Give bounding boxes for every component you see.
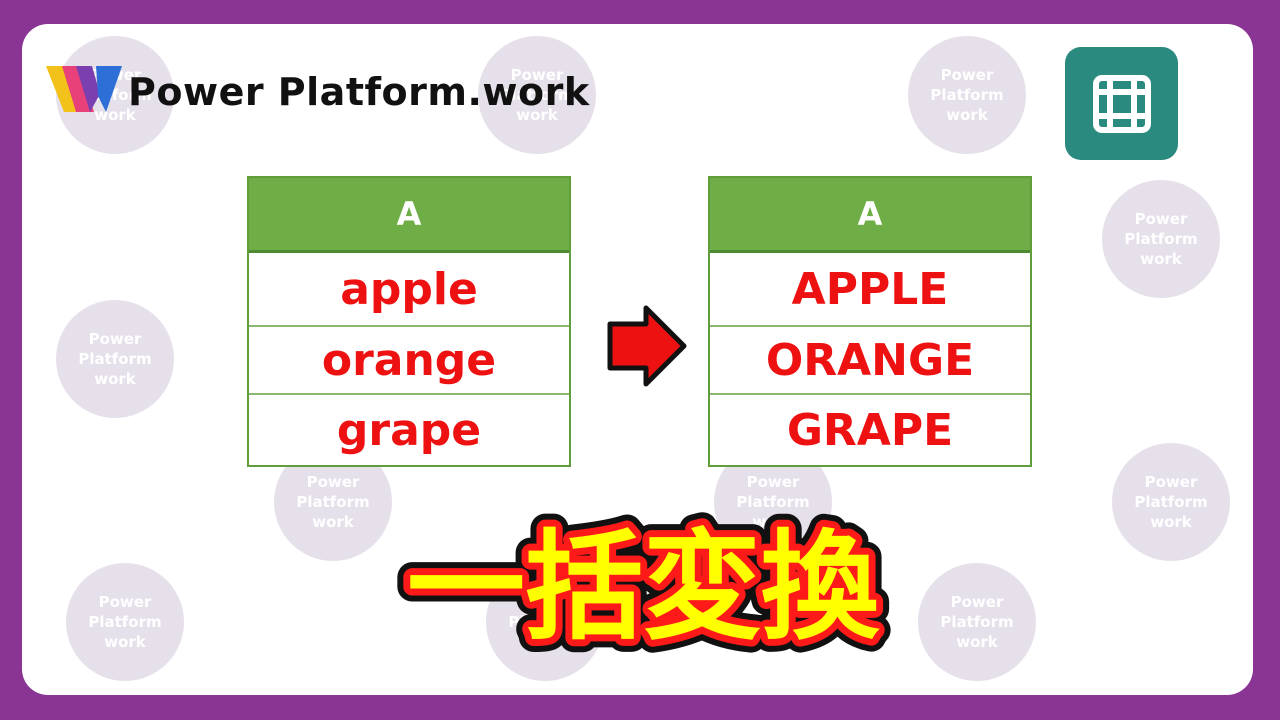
right-arrow-icon <box>607 305 687 387</box>
table-cell: apple <box>340 263 478 315</box>
caption-text: 一括変換 一括変換 一括変換 <box>394 510 893 660</box>
table-cell: orange <box>249 325 569 393</box>
svg-text:一括変換: 一括変換 <box>407 518 880 656</box>
svg-text:一括変換: 一括変換 <box>407 518 880 656</box>
column-header: A <box>249 178 569 253</box>
table-cell: grape <box>249 393 569 465</box>
svg-text:一括変換: 一括変換 <box>407 518 880 656</box>
before-table: A apple orange grape <box>247 176 571 467</box>
table-cell: GRAPE <box>710 393 1030 465</box>
column-header: A <box>710 178 1030 253</box>
after-table: A APPLE ORANGE GRAPE <box>708 176 1032 467</box>
table-grid-icon <box>1065 47 1178 160</box>
table-cell: ORANGE <box>710 325 1030 393</box>
table-cell: APPLE <box>791 263 949 315</box>
brand-title: Power Platform.work <box>128 70 590 114</box>
power-platform-logo-icon <box>46 66 122 112</box>
